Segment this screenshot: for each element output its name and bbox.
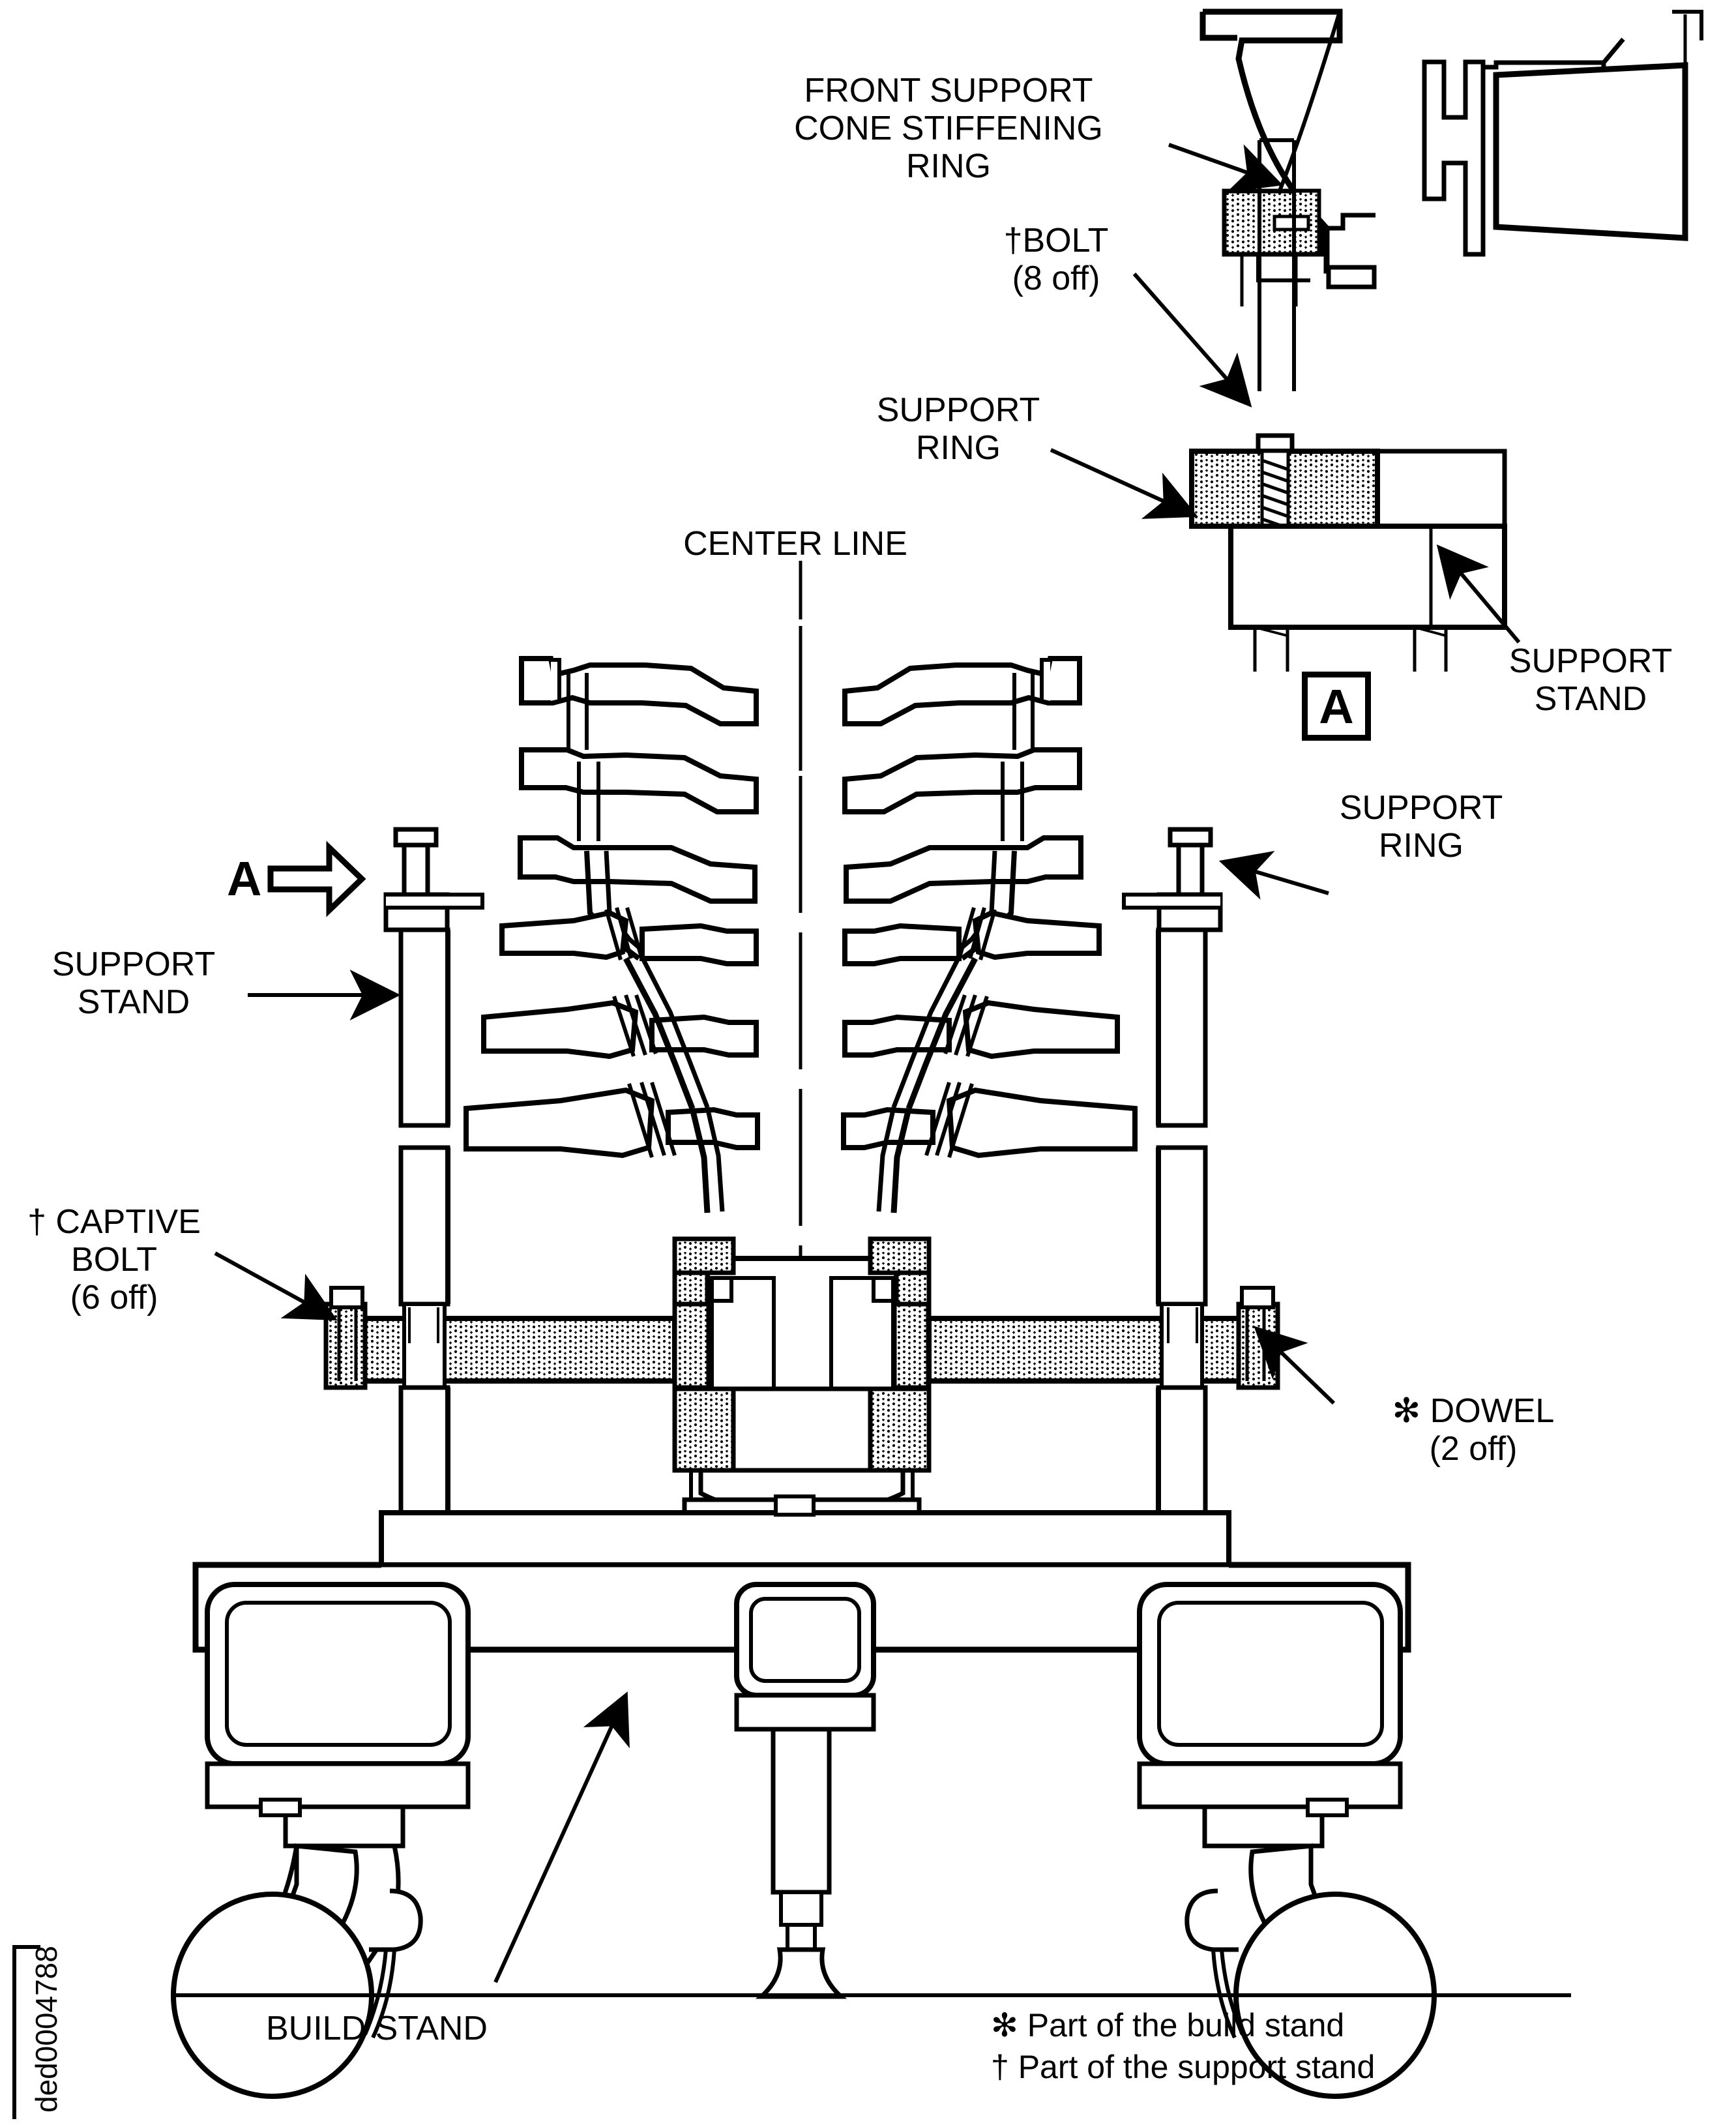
leader-lines-main <box>214 850 1336 1984</box>
turbine-rotor-right <box>841 656 1138 1213</box>
leader-front-support-cone <box>1168 143 1284 192</box>
legend-support-stand-note: † Part of the support stand <box>991 2049 1376 2085</box>
leader-captive-bolt <box>214 1251 338 1321</box>
section-arrow-letter-A: A <box>227 852 262 906</box>
centre-jack-foot <box>755 1727 847 1999</box>
detail-view-A-group <box>1199 8 1703 391</box>
leader-support-ring-main <box>1218 850 1329 900</box>
label-dowel: ✻ DOWEL (2 off) <box>1392 1392 1555 1468</box>
leader-build-stand <box>493 1691 630 1984</box>
castor-left <box>171 1798 423 2099</box>
label-captive-bolt: † CAPTIVE BOLT (6 off) <box>27 1203 201 1317</box>
drawing-id-bracket <box>12 1945 40 2119</box>
legend-build-stand-note: ✻ Part of the build stand <box>991 2007 1345 2043</box>
label-build-stand: BUILD STAND <box>266 2010 488 2047</box>
turbine-rotor-left <box>463 656 760 1213</box>
leader-bolt <box>1132 273 1252 408</box>
label-support-ring-main: SUPPORT RING <box>1339 789 1503 865</box>
detail-view-marker-A: A <box>1302 672 1371 741</box>
leader-lines-detail <box>1050 143 1521 644</box>
label-center-line: CENTER LINE <box>683 525 907 563</box>
leader-support-ring-detail <box>1050 448 1198 519</box>
detail-view-A-support-ring-group <box>1189 433 1507 672</box>
detail-view-letter: A <box>1319 679 1354 734</box>
support-stand-left <box>383 827 484 1515</box>
leader-support-stand-detail <box>1436 544 1521 644</box>
drawing-id-label: ded0004788 <box>29 1946 63 2113</box>
leader-dowel <box>1254 1326 1336 1405</box>
label-support-stand-detail: SUPPORT STAND <box>1508 642 1673 719</box>
label-support-stand-main: SUPPORT STAND <box>51 945 216 1022</box>
label-front-support-cone-stiffening-ring: FRONT SUPPORT CONE STIFFENING RING <box>794 72 1103 186</box>
support-stand-right <box>1122 827 1223 1515</box>
label-bolt: †BOLT (8 off) <box>1003 222 1109 298</box>
label-support-ring-detail: SUPPORT RING <box>876 391 1040 468</box>
section-arrow-A-glyph <box>267 840 366 917</box>
build-stand-pads <box>205 1582 1403 1809</box>
